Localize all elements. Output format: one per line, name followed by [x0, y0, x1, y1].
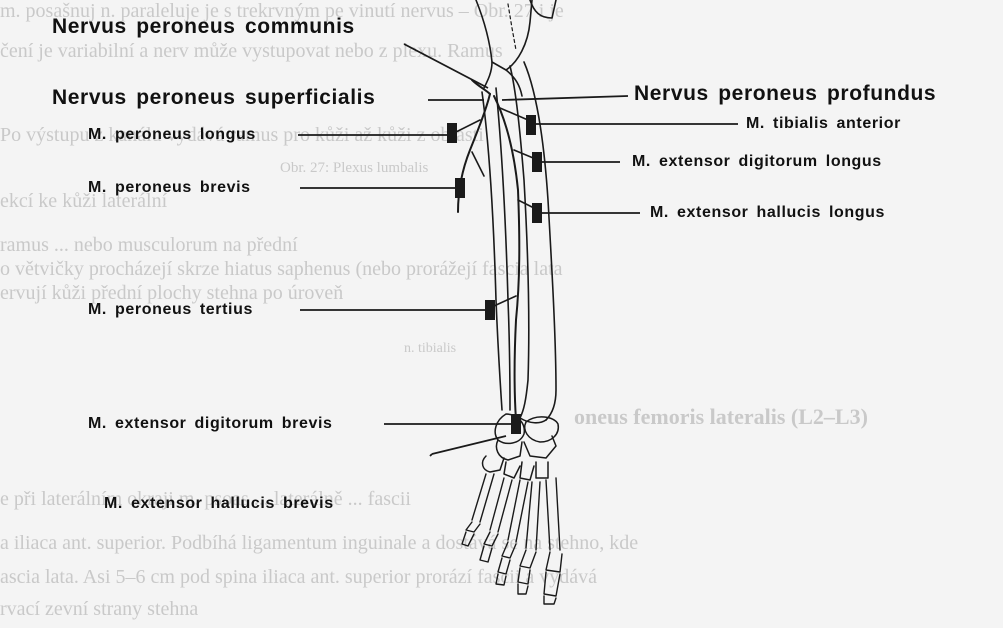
knee-bones [475, 0, 557, 97]
tibialis-anterior-marker [526, 115, 536, 135]
peroneus-tertius-marker [485, 300, 495, 320]
muscle-markers [447, 115, 542, 434]
nerves [455, 79, 539, 421]
peroneus-longus-marker [447, 123, 457, 143]
peroneus-brevis-marker [455, 178, 465, 198]
label-m-extensor-digitorum-longus: M. extensor digitorum longus [632, 153, 882, 170]
label-m-peroneus-longus: M. peroneus longus [88, 126, 256, 143]
label-m-peroneus-brevis: M. peroneus brevis [88, 179, 251, 196]
leader-profundus [501, 95, 629, 101]
leader-lines [298, 43, 738, 457]
label-nervus-peroneus-profundus: Nervus peroneus profundus [634, 82, 937, 105]
label-nervus-peroneus-superficialis: Nervus peroneus superficialis [52, 86, 376, 109]
label-nervus-peroneus-communis: Nervus peroneus communis [52, 15, 355, 38]
fibula [481, 87, 511, 411]
metatarsals [471, 473, 561, 551]
extensor-digitorum-brevis-marker [511, 414, 521, 434]
label-m-peroneus-tertius: M. peroneus tertius [88, 301, 253, 318]
label-m-extensor-digitorum-brevis: M. extensor digitorum brevis [88, 415, 333, 432]
extensor-hallucis-longus-marker [532, 203, 542, 223]
leader-communis [403, 43, 489, 89]
leader-extensor-hallucis-brevis [429, 435, 507, 457]
label-m-extensor-hallucis-brevis: M. extensor hallucis brevis [104, 495, 334, 512]
label-m-extensor-hallucis-longus: M. extensor hallucis longus [650, 204, 886, 221]
label-m-tibialis-anterior: M. tibialis anterior [746, 115, 901, 132]
extensor-digitorum-longus-marker [532, 152, 542, 172]
tarsal-bones [481, 413, 560, 481]
phalanges [461, 521, 563, 605]
deep-peroneal-nerve [493, 95, 521, 421]
